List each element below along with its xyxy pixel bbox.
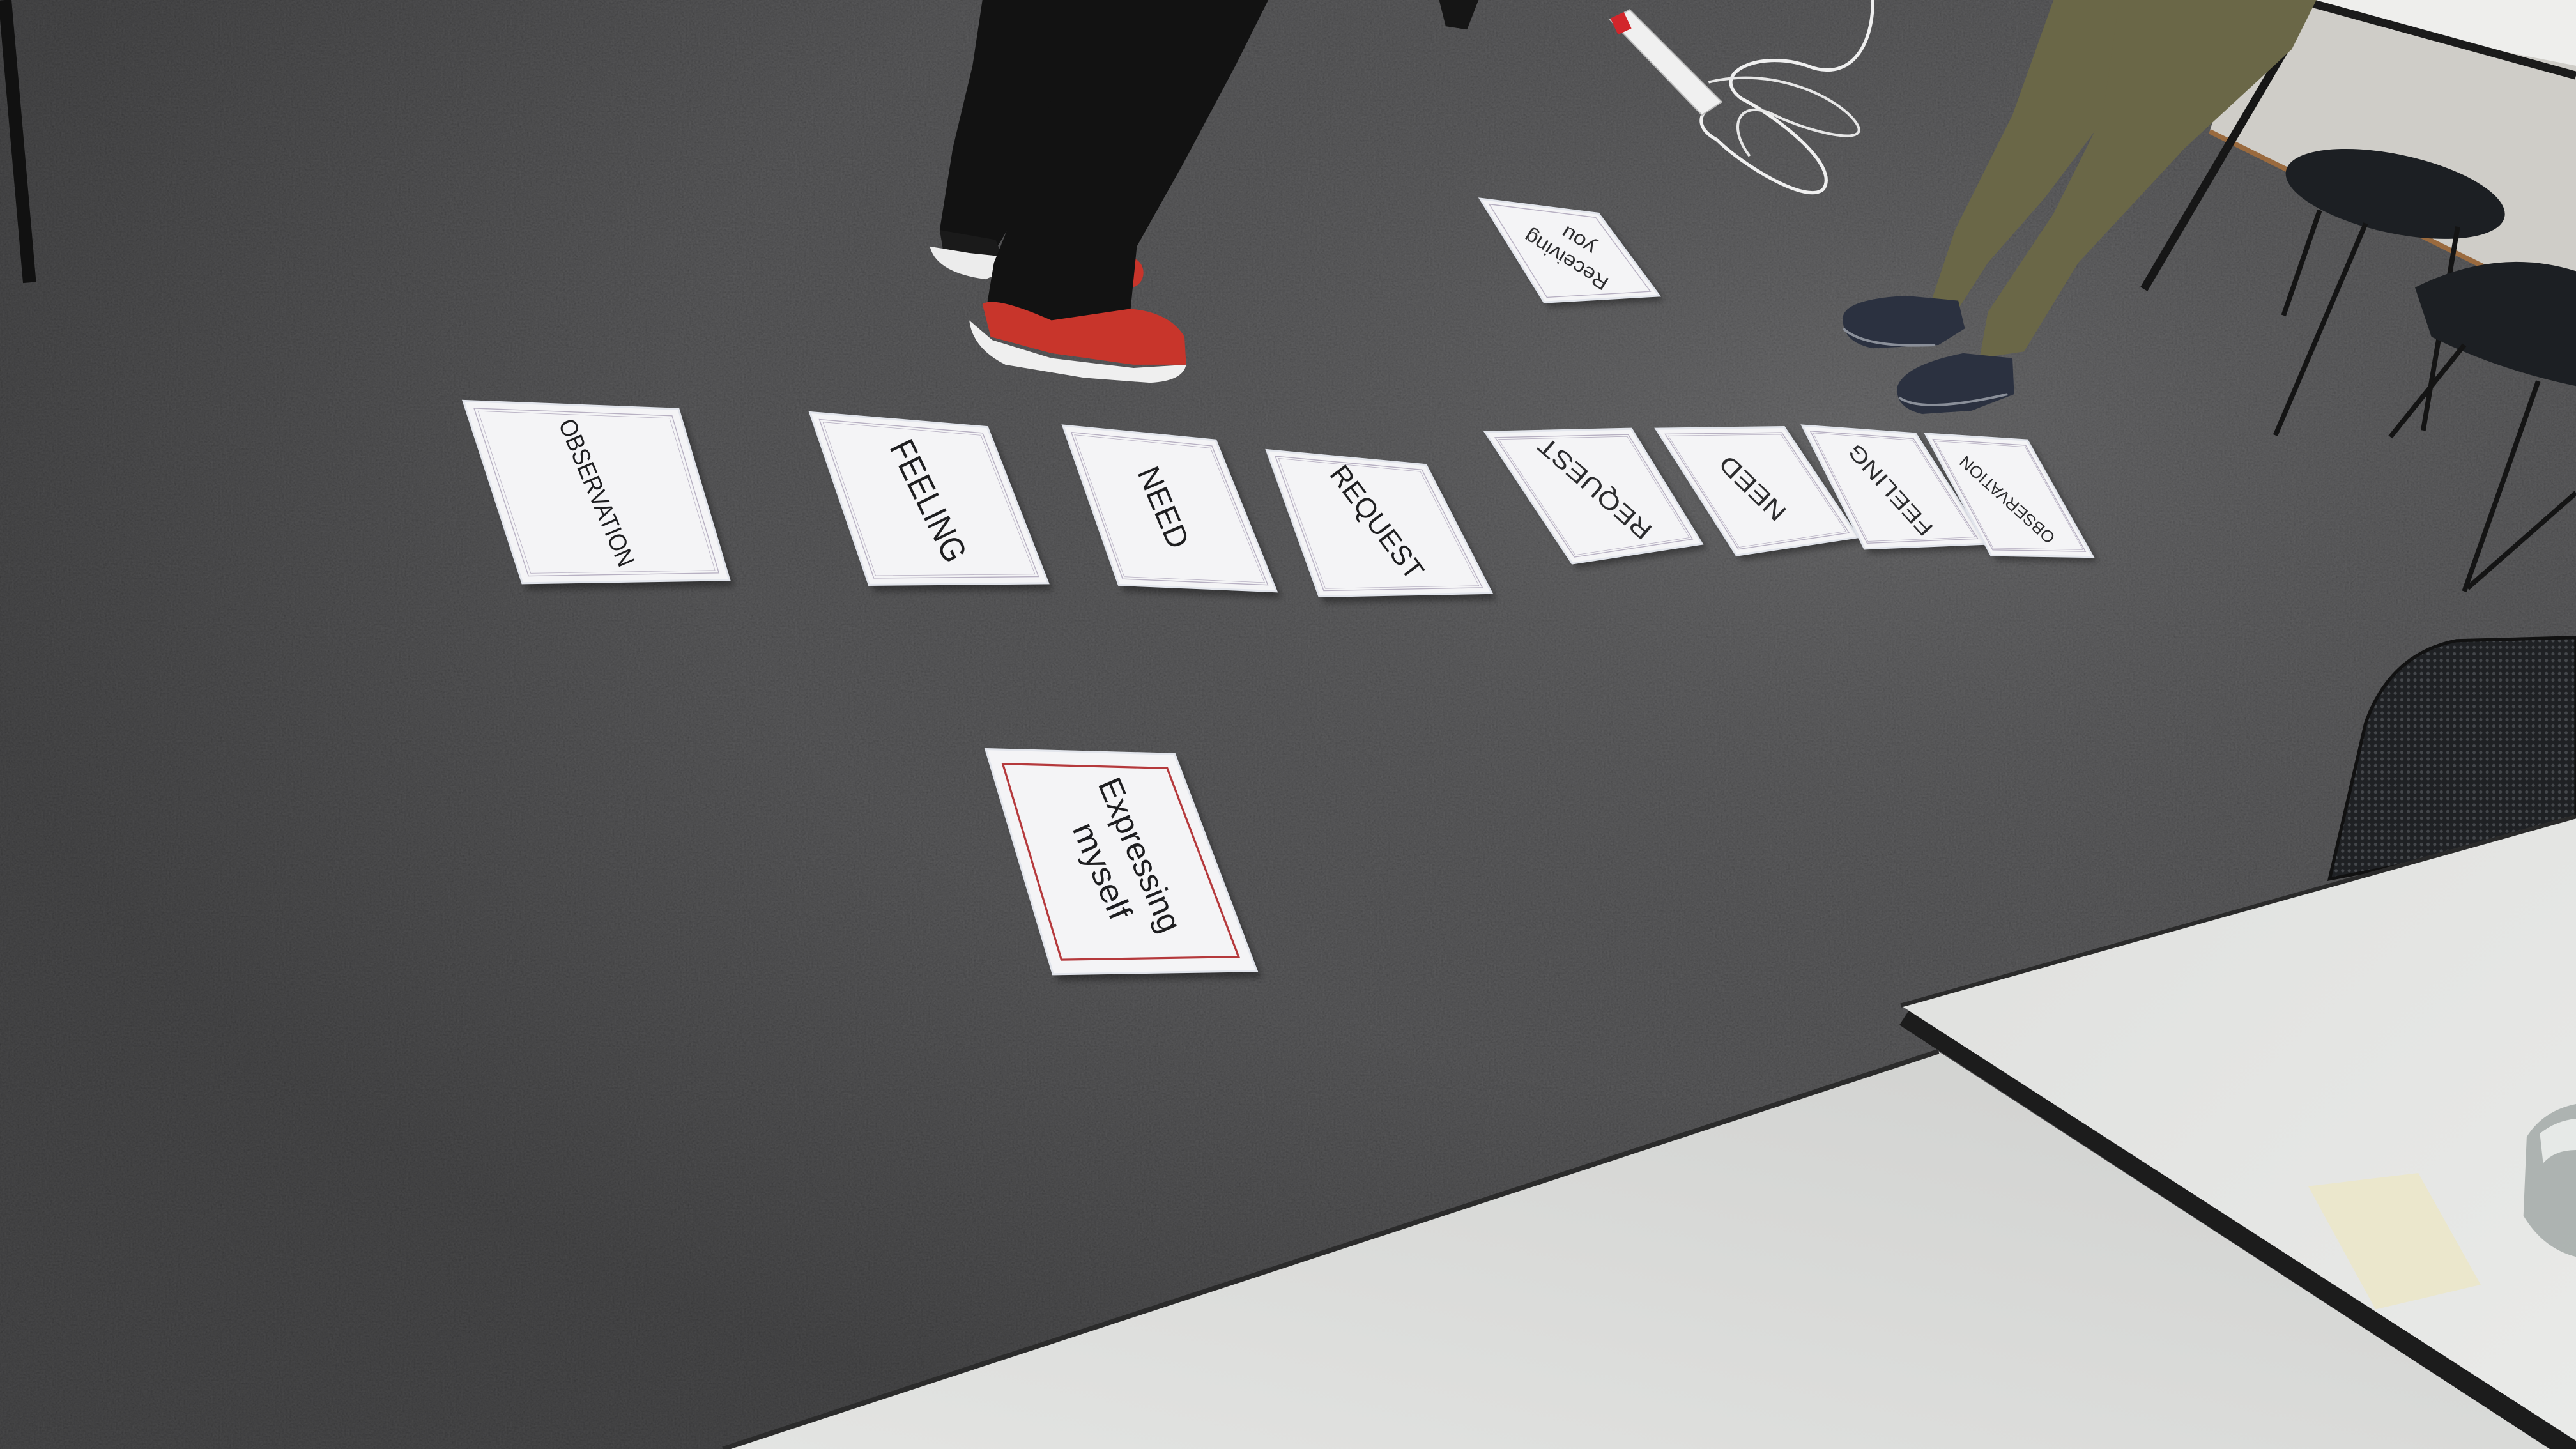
table-leg [2140, 27, 2301, 291]
card-paper [1924, 433, 2095, 558]
card-paper [461, 399, 731, 585]
card-border [1933, 440, 2086, 552]
shoe-sole-rear [930, 246, 1004, 280]
foreground-tables [722, 814, 2576, 1449]
glass-highlight [2540, 1119, 2576, 1163]
chair-seat [2285, 148, 2505, 239]
chair-leg [2273, 222, 2368, 436]
card-border [1811, 431, 1978, 544]
card-need-facing: NEED [1654, 426, 1863, 560]
cable [1699, 0, 1874, 195]
card-border [820, 420, 1039, 578]
chair-leg [2465, 491, 2576, 590]
card-request: REQUEST [1265, 448, 1497, 603]
card-paper [1478, 197, 1662, 303]
card-paper [1483, 427, 1704, 565]
card-border [1278, 459, 1479, 589]
card-border [1935, 441, 2083, 550]
table-front-edge [722, 1049, 1940, 1449]
card-border [1499, 436, 1690, 555]
card-border [1075, 435, 1265, 583]
card-observation-facing: OBSERVATION [1924, 433, 2098, 562]
chair-leg-top-left [0, 0, 36, 284]
chair-leg [2462, 380, 2541, 592]
mesh-chair-back [2327, 636, 2576, 881]
card-need: NEED [1061, 424, 1282, 598]
card-request-facing: REQUEST [1483, 427, 1707, 569]
power-strip [1609, 0, 1874, 195]
card-feeling-facing: FEELING [1800, 424, 1991, 554]
power-switch [1610, 12, 1632, 35]
chair-seat [2415, 261, 2576, 387]
table-right-edge [1900, 814, 2576, 1008]
shoe-navy [1843, 295, 1965, 349]
card-border [1071, 433, 1268, 585]
card-border [1668, 434, 1846, 548]
card-border [1495, 434, 1692, 557]
card-paper [1265, 448, 1494, 597]
card-border [1813, 433, 1975, 542]
card-feeling: FEELING [808, 411, 1054, 592]
table-edge [2299, 0, 2576, 80]
chair-leg [2388, 343, 2467, 439]
trouser-leg [1979, 0, 2317, 358]
background-furniture [2140, 0, 2576, 592]
shoe-red [982, 302, 1186, 365]
card-receiving-you: Receiving you [1478, 197, 1664, 307]
card-paper [984, 747, 1259, 976]
card-border [474, 408, 719, 576]
card-border [823, 422, 1035, 576]
table-front [723, 1051, 2550, 1449]
sticky-note [2308, 1173, 2481, 1310]
shoe-sole [1842, 327, 2008, 406]
trouser-leg [1932, 0, 2136, 309]
card-border [478, 411, 715, 573]
chair-leg-top-center [1439, 0, 1479, 30]
card-border-red [1003, 764, 1239, 960]
cable [1708, 76, 1860, 157]
card-border [1489, 204, 1650, 298]
card-border [1665, 433, 1849, 549]
card-expressing-myself: Expressing myself [984, 747, 1262, 981]
shoe-sole [969, 320, 1186, 383]
trouser-leg [985, 0, 1269, 345]
card-border [1275, 456, 1482, 591]
chair-leg [2281, 209, 2322, 316]
card-paper [1061, 424, 1278, 593]
table-gap [1899, 1006, 2576, 1449]
person-olive-trousers [1842, 0, 2317, 414]
person-black-trousers [930, 0, 1269, 383]
card-observation: OBSERVATION [461, 399, 735, 590]
